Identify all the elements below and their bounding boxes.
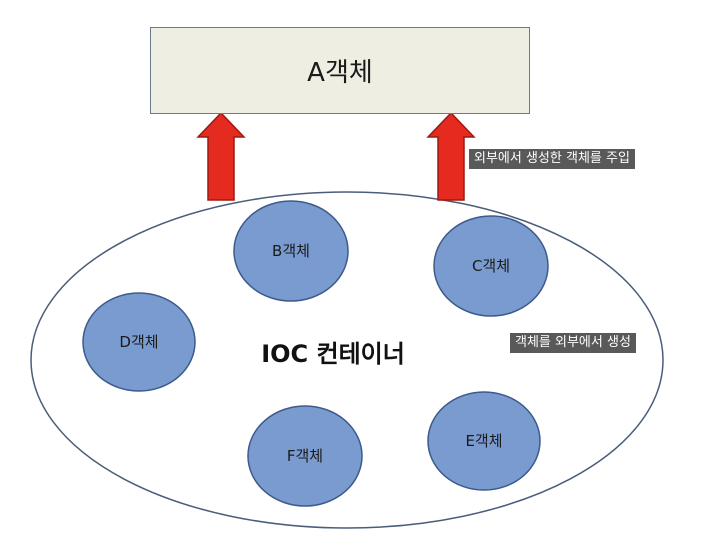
object-b: B객체 <box>233 200 349 302</box>
object-f-label: F객체 <box>287 447 323 465</box>
inject-arrow-right <box>426 111 476 201</box>
object-c-label: C객체 <box>472 257 510 275</box>
object-f: F객체 <box>247 405 363 507</box>
inject-caption: 외부에서 생성한 객체를 주입 <box>469 149 635 169</box>
object-e-label: E객체 <box>465 432 502 450</box>
object-b-label: B객체 <box>272 242 310 260</box>
object-d: D객체 <box>82 292 196 392</box>
inject-arrow-left <box>196 111 246 201</box>
top-object-box: A객체 <box>150 27 530 114</box>
create-caption: 객체를 외부에서 생성 <box>510 333 636 353</box>
object-c: C객체 <box>433 215 549 317</box>
object-d-label: D객체 <box>119 333 158 351</box>
object-e: E객체 <box>427 391 541 491</box>
container-label: IOC 컨테이너 <box>261 340 405 368</box>
top-object-label: A객체 <box>307 58 373 88</box>
